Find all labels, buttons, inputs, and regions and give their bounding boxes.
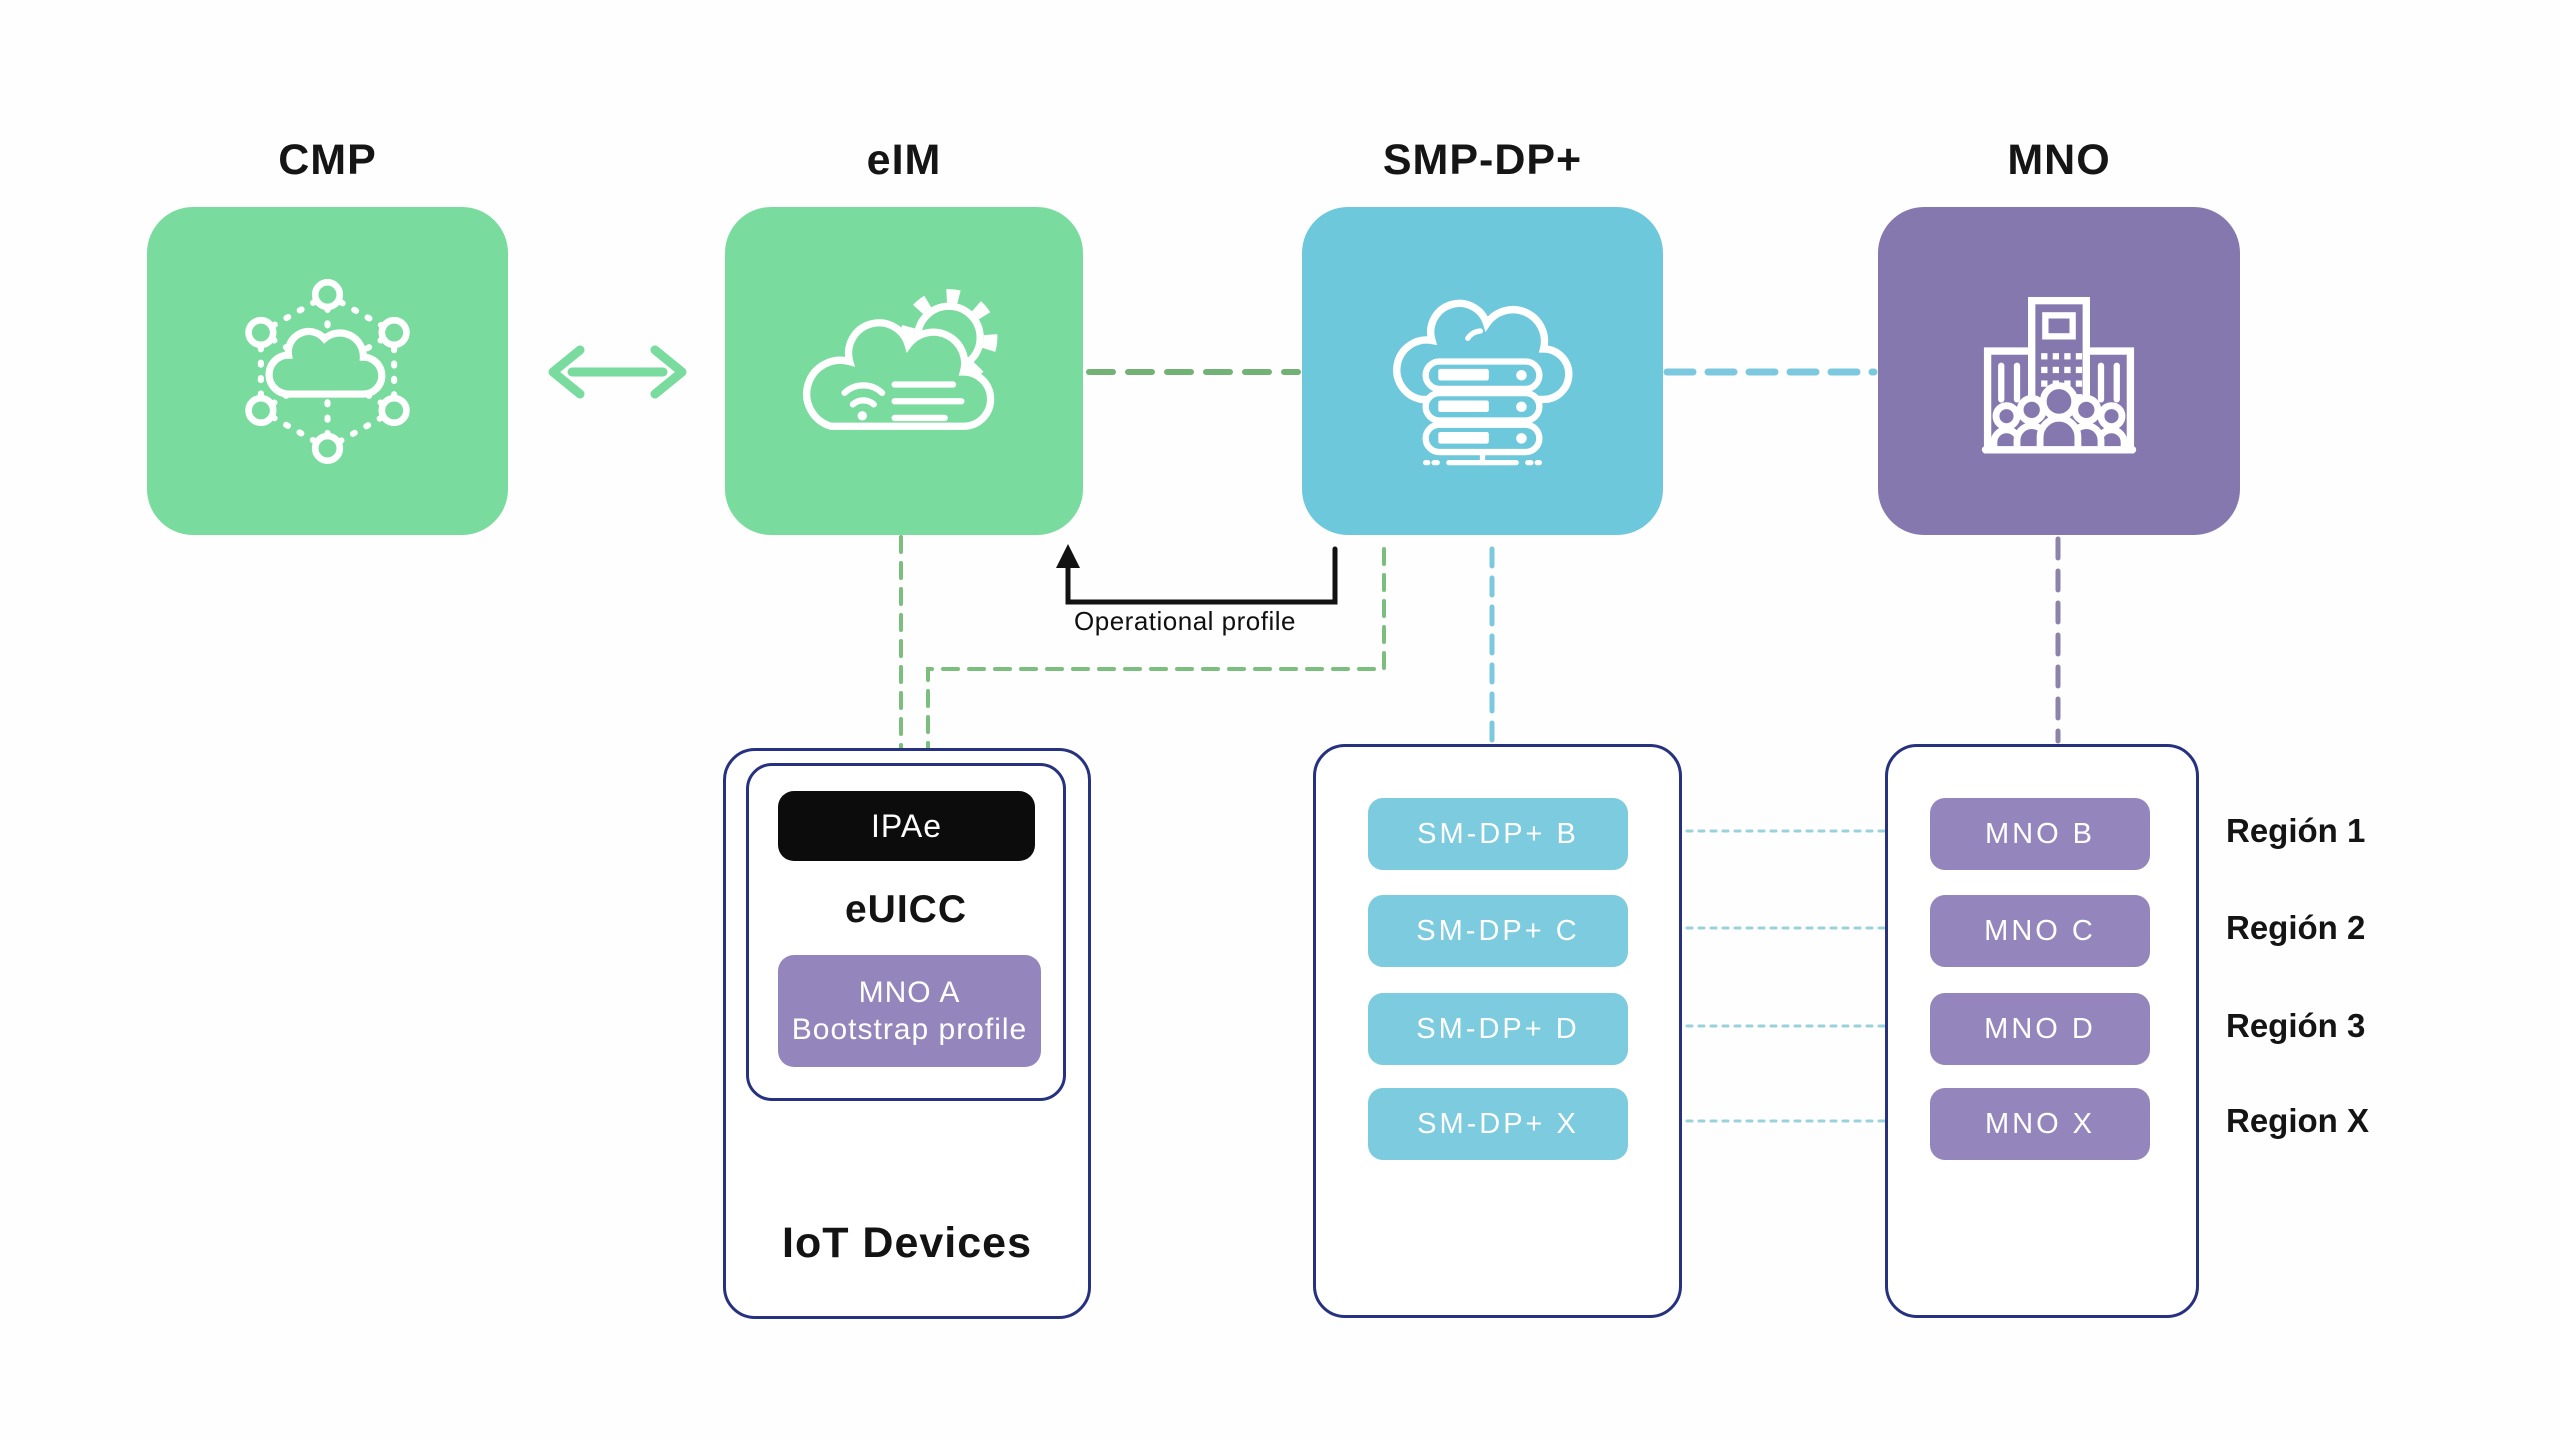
iot-devices-box: IPAe eUICC MNO A Bootstrap profile IoT D… (723, 748, 1091, 1319)
bootstrap-line1: MNO A (858, 975, 961, 1009)
bootstrap-profile-box: MNO A Bootstrap profile (778, 955, 1041, 1067)
arrowhead-right (650, 345, 687, 399)
region-x-label: Region X (2226, 1102, 2370, 1139)
node-title-cmp: CMP (278, 136, 377, 184)
node-cmp (147, 207, 508, 535)
bootstrap-line2: Bootstrap profile (791, 1013, 1028, 1046)
iot-devices-label: IoT Devices (782, 1219, 1032, 1267)
arrowhead-left (548, 345, 585, 399)
mno-group-box: MNO B MNO C MNO D MNO X (1885, 744, 2199, 1318)
region-1-label: Región 1 (2226, 812, 2366, 849)
cloud-gear-icon (803, 288, 998, 430)
node-smpdp (1302, 207, 1663, 535)
ipae-box: IPAe (778, 791, 1035, 861)
ipae-label: IPAe (871, 807, 942, 844)
node-title-eim: eIM (866, 136, 942, 184)
operational-profile-label: Operational profile (1074, 606, 1296, 636)
operational-profile-arrow (1065, 546, 1338, 605)
node-title-smpdp: SMP-DP+ (1382, 136, 1583, 184)
euicc-box: IPAe eUICC MNO A Bootstrap profile (746, 763, 1066, 1101)
building-icon (1981, 296, 2137, 454)
region-2-label: Región 2 (2226, 909, 2366, 946)
operational-profile-arrowhead (1056, 544, 1080, 568)
smdp-d-pill: SM-DP+ D (1368, 993, 1628, 1065)
smdp-b-pill: SM-DP+ B (1368, 798, 1628, 870)
smdp-x-pill: SM-DP+ X (1368, 1088, 1628, 1160)
network-cloud-icon (245, 278, 410, 464)
mno-d-pill: MNO D (1930, 993, 2150, 1065)
node-mno (1878, 207, 2240, 535)
euicc-label: eUICC (844, 888, 968, 931)
node-title-mno: MNO (2007, 136, 2111, 184)
node-eim (725, 207, 1083, 535)
mno-b-pill: MNO B (1930, 798, 2150, 870)
smdp-group-box: SM-DP+ B SM-DP+ C SM-DP+ D SM-DP+ X (1313, 744, 1682, 1318)
smdp-c-pill: SM-DP+ C (1368, 895, 1628, 967)
cloud-server-icon (1393, 299, 1573, 466)
mno-c-pill: MNO C (1930, 895, 2150, 967)
mno-x-pill: MNO X (1930, 1088, 2150, 1160)
region-3-label: Región 3 (2226, 1007, 2366, 1044)
